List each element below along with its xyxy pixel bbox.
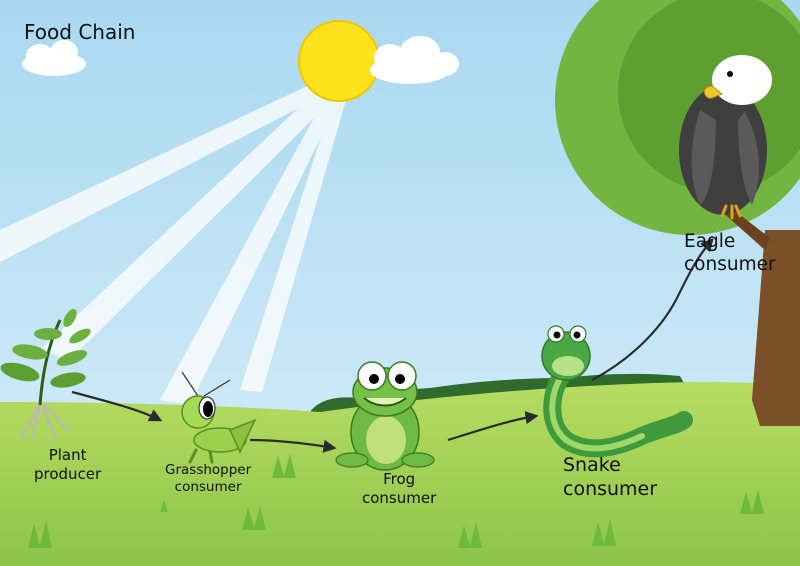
- frog-label: Frog consumer: [362, 470, 436, 508]
- organism-role: producer: [34, 464, 102, 483]
- organism-name: Eagle: [684, 231, 736, 252]
- organism-name: Frog: [383, 470, 416, 488]
- grasshopper: [181, 371, 257, 464]
- sun-icon: [298, 20, 380, 102]
- arrow-frog-to-snake: [447, 411, 539, 442]
- grasshopper-label: Grasshopper consumer: [165, 462, 251, 496]
- food-chain-arrows: [71, 238, 714, 453]
- sun-rays: [0, 80, 346, 405]
- cloud-icon: [370, 36, 459, 84]
- plant-label: Plant producer: [34, 446, 101, 484]
- eagle-label: Eagle consumer: [684, 230, 776, 276]
- arrow-snake-to-eagle: [591, 238, 714, 381]
- organism-name: Snake: [563, 454, 621, 476]
- cloud-icon: [22, 40, 86, 76]
- organism-role: consumer: [174, 478, 242, 495]
- eagle: [679, 55, 772, 220]
- organism-role: consumer: [362, 488, 437, 507]
- grass-tufts: [28, 454, 764, 548]
- frog: [335, 361, 435, 471]
- diagram-title: Food Chain: [24, 20, 136, 44]
- organism-name: Grasshopper: [165, 462, 252, 478]
- arrow-plant-to-grasshopper: [71, 390, 163, 422]
- snake-label: Snake consumer: [563, 454, 657, 502]
- snake: [541, 325, 693, 458]
- arrow-grasshopper-to-frog: [249, 438, 337, 453]
- organism-role: consumer: [684, 254, 776, 276]
- plant: [0, 308, 91, 441]
- organism-role: consumer: [563, 477, 658, 500]
- organism-name: Plant: [48, 446, 87, 464]
